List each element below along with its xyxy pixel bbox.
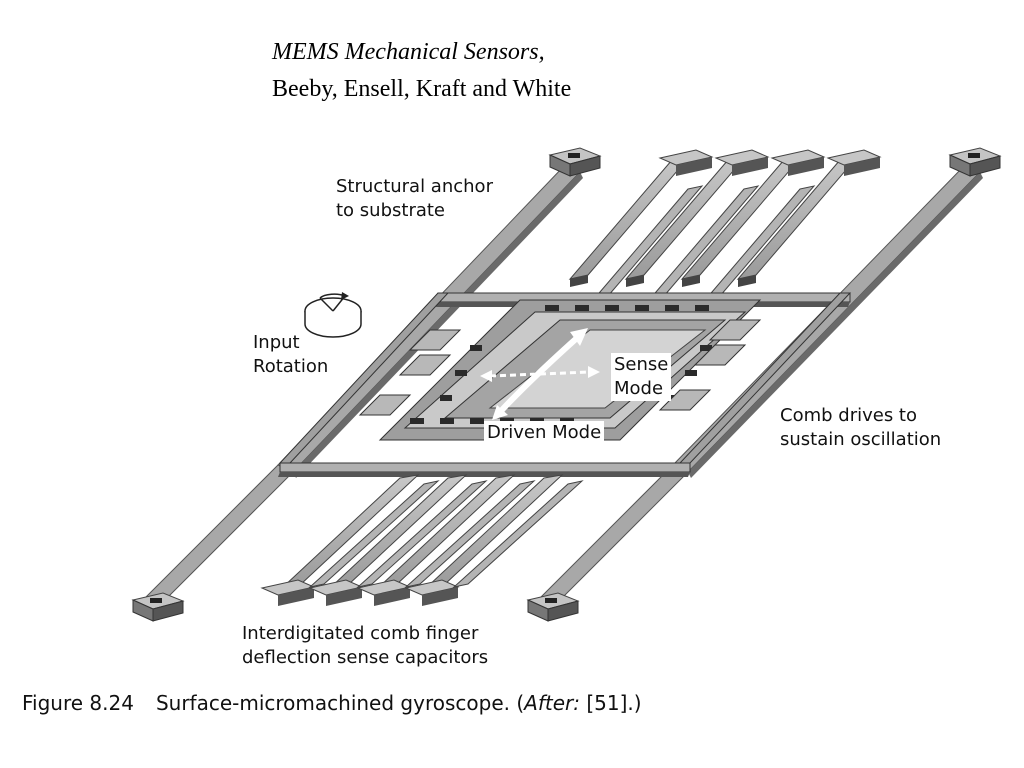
caption-after: After: xyxy=(524,691,580,715)
anchor-bottom-left xyxy=(131,592,185,622)
anchor-bottom-right xyxy=(526,592,580,622)
driven-mode-arrow xyxy=(492,328,588,420)
label-interdigitated-comb: Interdigitated comb finger deflection se… xyxy=(242,623,489,668)
top-comb-fingers xyxy=(568,149,882,300)
sense-mode-arrow xyxy=(480,366,600,382)
proof-mass xyxy=(358,299,762,441)
book-authors: Beeby, Ensell, Kraft and White xyxy=(272,76,572,102)
anchor-top-left xyxy=(548,147,602,177)
label-sense-mode: Sense Mode xyxy=(611,353,672,401)
label-driven-mode: Driven Mode xyxy=(484,421,605,445)
figure-number: Figure 8.24 xyxy=(22,691,134,715)
label-input-rotation: Input Rotation xyxy=(253,332,329,377)
bottom-comb-fingers xyxy=(260,474,584,606)
rotation-icon xyxy=(304,292,362,338)
anchor-top-right xyxy=(948,147,1002,177)
figure-caption: Figure 8.24 Surface-micromachined gyrosco… xyxy=(22,691,642,715)
caption-text: Surface-micromachined gyroscope. ( xyxy=(155,691,525,715)
structural-anchors xyxy=(131,147,1002,622)
caption-ref: [51].) xyxy=(579,691,642,715)
outer-frame xyxy=(278,292,852,477)
book-title: MEMS Mechanical Sensors, xyxy=(272,39,545,65)
label-structural-anchor: Structural anchor to substrate xyxy=(336,176,493,221)
label-comb-drives: Comb drives to sustain oscillation xyxy=(780,405,942,450)
